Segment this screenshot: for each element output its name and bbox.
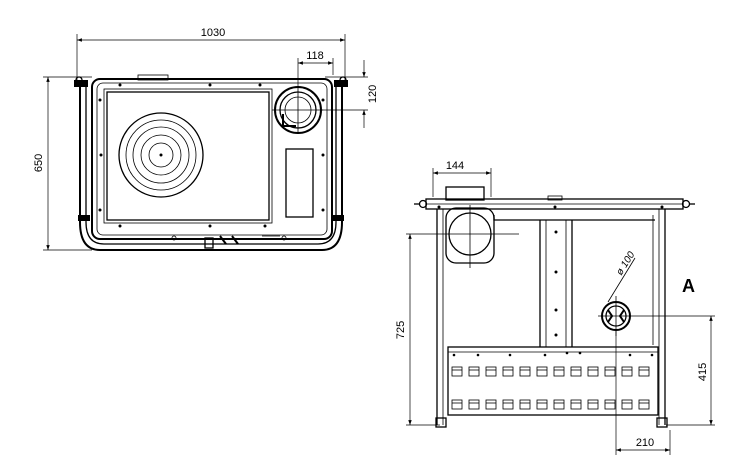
width-dimension-label: 1030	[201, 27, 225, 39]
rail-bracket	[78, 215, 90, 221]
vent-slot	[451, 399, 463, 410]
vent-slot	[587, 366, 599, 377]
vent-slot	[502, 366, 514, 377]
vent-slot	[638, 366, 650, 377]
vent-slot	[468, 399, 480, 410]
side-opening	[285, 148, 314, 218]
vent-slot	[570, 366, 582, 377]
rail-inner	[85, 86, 337, 245]
outlet-offset-label: 210	[636, 437, 654, 449]
outlet-diameter-label: ø 100	[614, 250, 637, 278]
front-view: 144	[395, 160, 715, 455]
flue-offset-x-label: 118	[306, 50, 324, 62]
height-dimension-label: 725	[395, 321, 407, 339]
vent-slot	[536, 399, 548, 410]
vent-slot	[570, 399, 582, 410]
plate-fixing-dots	[98, 83, 325, 228]
front-knobs	[171, 235, 287, 249]
stove-body-outline	[91, 78, 333, 240]
flue-outlet-rear	[440, 205, 655, 268]
flue-offset-y-label: 120	[367, 85, 379, 103]
vent-slot	[502, 399, 514, 410]
vent-slot	[553, 399, 565, 410]
back-tab	[137, 74, 169, 81]
center-column	[539, 220, 573, 347]
rail-outer	[79, 86, 343, 251]
outlet-height-label: 415	[697, 363, 709, 381]
vent-slot	[604, 366, 616, 377]
vent-slot	[621, 399, 633, 410]
rail-bracket	[334, 80, 348, 87]
vent-slot	[604, 399, 616, 410]
lower-panel	[447, 346, 659, 416]
vent-slot	[587, 399, 599, 410]
flue-collar-top	[272, 86, 323, 134]
flue-stub	[445, 186, 485, 201]
vent-slot	[468, 366, 480, 377]
vent-slot	[485, 366, 497, 377]
flue-width-label: 144	[446, 160, 464, 172]
top-view: 1030 650	[33, 27, 379, 251]
hotplate-rings	[118, 112, 204, 198]
outlet-a-label: A	[682, 276, 695, 296]
vent-slot	[519, 366, 531, 377]
cooktop-plate	[106, 91, 270, 221]
vent-slot	[451, 366, 463, 377]
vent-slot	[519, 399, 531, 410]
vent-slot	[638, 399, 650, 410]
rail-bracket	[74, 80, 88, 87]
depth-dimension-label: 650	[33, 154, 45, 172]
vent-slot	[621, 366, 633, 377]
vent-slot	[553, 366, 565, 377]
vent-slot	[536, 366, 548, 377]
rail-bracket	[332, 215, 344, 221]
vent-slot	[485, 399, 497, 410]
